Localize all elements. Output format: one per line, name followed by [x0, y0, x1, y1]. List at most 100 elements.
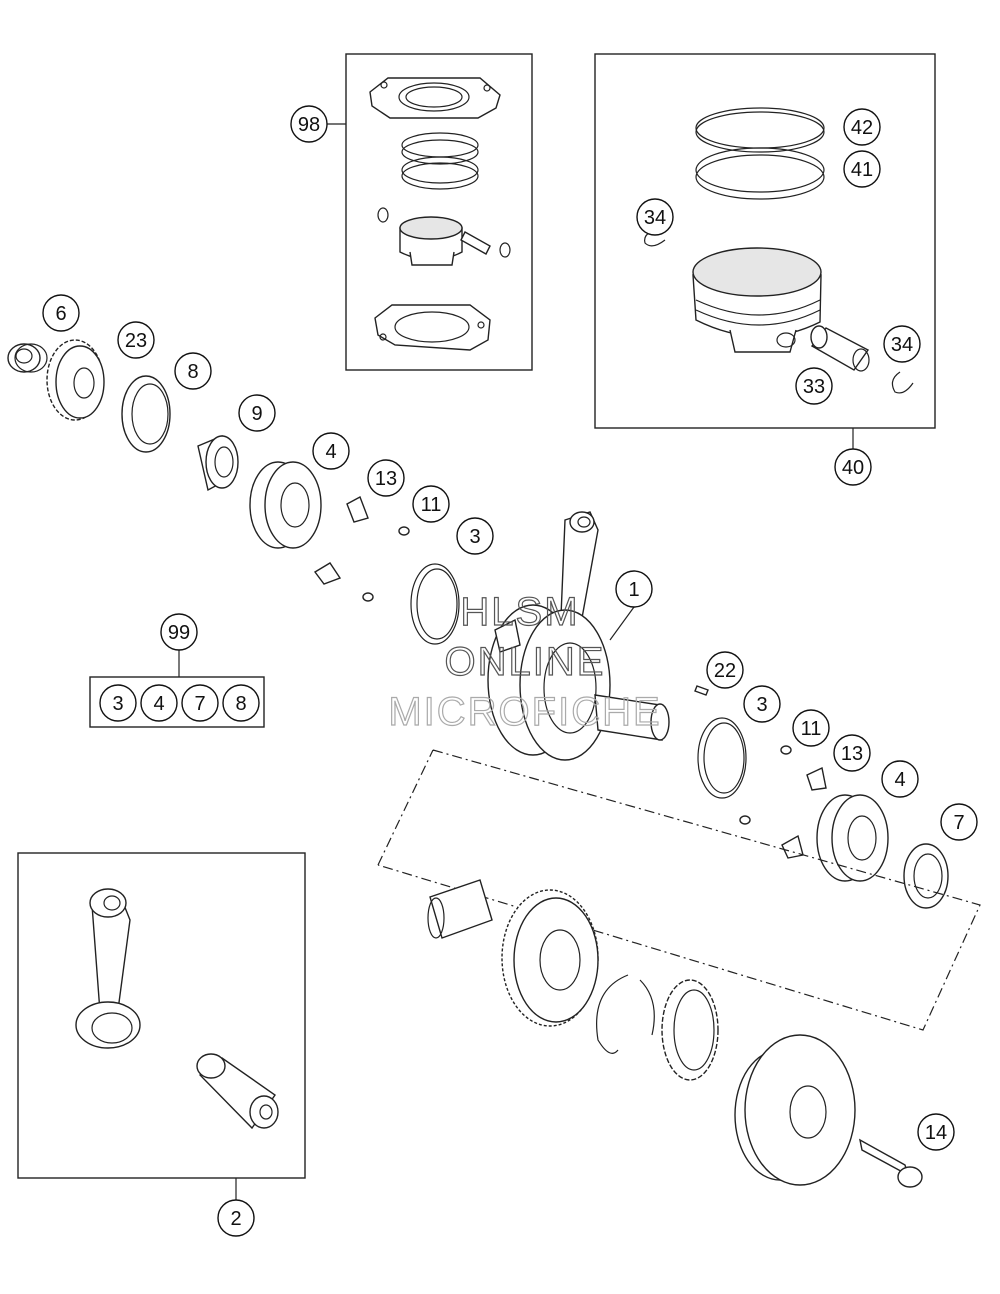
kit-99-item[interactable]: 3: [99, 684, 137, 722]
crank-pin: [196, 1053, 279, 1130]
callout-c34b[interactable]: 34: [883, 325, 921, 363]
watermark-line3: MICROFICHE: [388, 690, 661, 734]
kit-99-item-circle[interactable]: [140, 684, 178, 722]
callout-circle[interactable]: [940, 803, 978, 841]
callout-circle[interactable]: [412, 485, 450, 523]
callout-c14[interactable]: 14: [917, 1113, 955, 1151]
callout-c11a[interactable]: 11: [412, 485, 450, 523]
callout-circle[interactable]: [833, 734, 871, 772]
callout-c4b[interactable]: 4: [881, 760, 919, 798]
kit-99-item-label: 8: [235, 693, 246, 715]
base-gasket: [374, 304, 491, 351]
key-22: [694, 685, 709, 696]
callout-c13a[interactable]: 13: [367, 459, 405, 497]
callout-label: 14: [925, 1122, 947, 1144]
callout-circle[interactable]: [117, 321, 155, 359]
callout-c34a[interactable]: 34: [636, 198, 674, 236]
callout-label: 11: [801, 718, 822, 740]
kit-99-item-circle[interactable]: [222, 684, 260, 722]
callout-circle[interactable]: [367, 459, 405, 497]
head-gasket-top: [369, 77, 501, 119]
callout-label: 2: [230, 1208, 241, 1230]
callout-c40[interactable]: 40: [834, 448, 872, 486]
kit-99-item[interactable]: 7: [181, 684, 219, 722]
callout-c4a[interactable]: 4: [312, 432, 350, 470]
callout-c99[interactable]: 99: [160, 613, 198, 651]
callout-circle[interactable]: [217, 1199, 255, 1237]
callout-circle[interactable]: [795, 367, 833, 405]
callout-c6[interactable]: 6: [42, 294, 80, 332]
callout-label: 99: [168, 622, 190, 644]
callout-circle[interactable]: [917, 1113, 955, 1151]
callout-circle[interactable]: [160, 613, 198, 651]
kit-99-box: [89, 676, 265, 728]
watermark: HLSM ONLINE MICROFICHE: [388, 589, 661, 734]
callout-c98[interactable]: 98: [290, 105, 328, 143]
callout-circle[interactable]: [636, 198, 674, 236]
callout-c22[interactable]: 22: [706, 651, 744, 689]
callout-c11b[interactable]: 11: [792, 709, 830, 747]
callout-c2[interactable]: 2: [217, 1199, 255, 1237]
gear-23: [46, 339, 105, 421]
callout-circle[interactable]: [238, 394, 276, 432]
callout-circle[interactable]: [834, 448, 872, 486]
kit-99-item-label: 3: [112, 693, 123, 715]
callout-circle[interactable]: [174, 352, 212, 390]
callout-c42[interactable]: 42: [843, 108, 881, 146]
callout-label: 4: [894, 769, 905, 791]
watermark-line1: HLSM: [460, 590, 579, 634]
callout-circle[interactable]: [42, 294, 80, 332]
callout-label: 13: [841, 743, 863, 765]
connecting-rod-2: [75, 888, 141, 1049]
bearing-4a: [249, 461, 322, 549]
callout-circle[interactable]: [615, 570, 653, 608]
callout-label: 23: [125, 330, 147, 352]
callout-c3b[interactable]: 3: [743, 685, 781, 723]
piston-kit: [377, 207, 511, 266]
piston-rings-kit: [401, 132, 479, 190]
seal-8: [121, 375, 171, 453]
callout-c13b[interactable]: 13: [833, 734, 871, 772]
callout-circle[interactable]: [843, 108, 881, 146]
callout-c1[interactable]: 1: [615, 570, 653, 608]
callout-circle[interactable]: [706, 651, 744, 689]
kit-99-item-circle[interactable]: [99, 684, 137, 722]
shim-3a: [410, 563, 460, 645]
callout-label: 7: [953, 812, 964, 834]
callout-c9[interactable]: 9: [238, 394, 276, 432]
callout-circle[interactable]: [743, 685, 781, 723]
dashed-assembly-outline: [377, 749, 981, 1031]
callout-circle[interactable]: [883, 325, 921, 363]
kit-99-item-circle[interactable]: [181, 684, 219, 722]
watermark-line2: ONLINE: [445, 640, 606, 684]
kit-99-item[interactable]: 8: [222, 684, 260, 722]
seal-7: [903, 843, 949, 909]
callout-label: 13: [375, 468, 397, 490]
nut-6: [7, 343, 48, 373]
kit-2-box: [17, 852, 306, 1179]
kit-99-item[interactable]: 4: [140, 684, 178, 722]
callout-label: 22: [714, 660, 736, 682]
callout-circle[interactable]: [792, 709, 830, 747]
shim-3b: [697, 717, 747, 799]
callout-circle[interactable]: [881, 760, 919, 798]
callout-c23[interactable]: 23: [117, 321, 155, 359]
callout-circle[interactable]: [843, 150, 881, 188]
callout-circle[interactable]: [290, 105, 328, 143]
callout-c3a[interactable]: 3: [456, 517, 494, 555]
callout-label: 6: [55, 303, 66, 325]
piston-ring-41: [695, 147, 825, 200]
callout-c8[interactable]: 8: [174, 352, 212, 390]
callout-circle[interactable]: [312, 432, 350, 470]
callout-c41[interactable]: 41: [843, 150, 881, 188]
callout-c7[interactable]: 7: [940, 803, 978, 841]
kit-99-item-label: 7: [194, 693, 205, 715]
spacer-9: [197, 435, 239, 492]
callout-c33[interactable]: 33: [795, 367, 833, 405]
bolt-14: [859, 1138, 923, 1188]
bearing-4b: [816, 794, 889, 882]
callout-circle[interactable]: [456, 517, 494, 555]
screw-11a: [362, 526, 410, 602]
needle-bearing: [427, 879, 493, 939]
